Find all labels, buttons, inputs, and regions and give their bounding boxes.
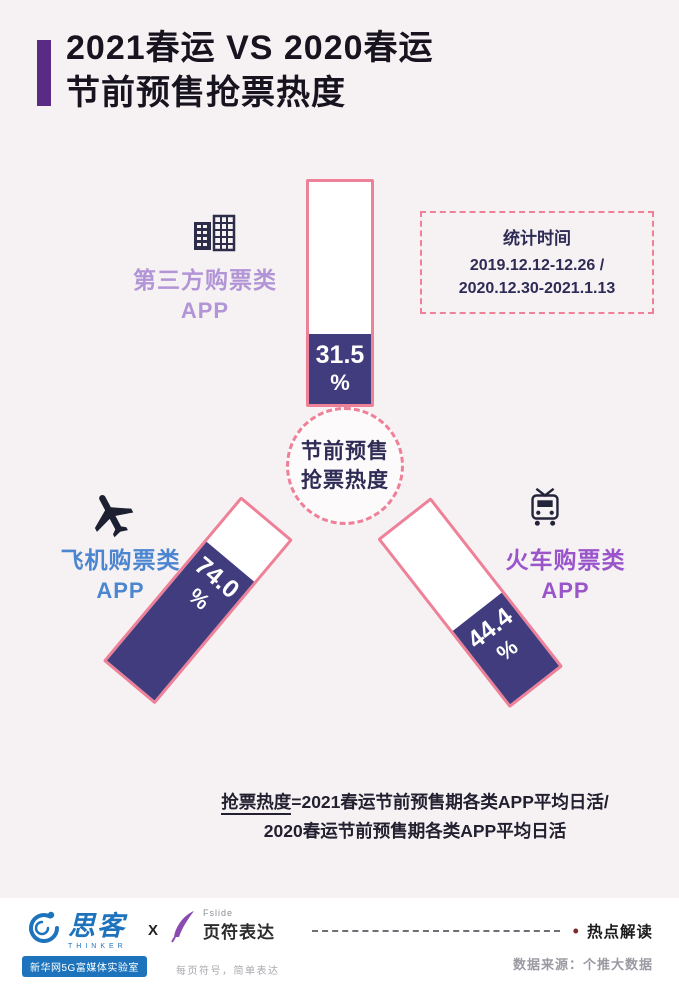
page-title: 2021春运 VS 2020春运 节前预售抢票热度: [66, 26, 434, 116]
thinker-subtitle: THINKER: [68, 943, 127, 950]
stats-period-line-2: 2020.12.30-2021.1.13: [458, 280, 616, 298]
train-icon: [522, 484, 568, 535]
label-third-party-app: 第三方购票类 APP: [110, 266, 300, 326]
formula-term: 抢票热度: [221, 792, 292, 815]
title-line-1: 2021春运 VS 2020春运: [66, 29, 434, 67]
label-line-1: 火车购票类: [505, 547, 626, 573]
bar-fill-train: 44.4 %: [452, 592, 559, 705]
stats-period-box: 统计时间 2019.12.12-12.26 / 2020.12.30-2021.…: [420, 211, 654, 315]
fslide-wordmark: Fslide 页符表达: [203, 908, 275, 943]
fslide-name: 页符表达: [203, 923, 275, 942]
label-line-1: 第三方购票类: [133, 267, 277, 293]
label-train-app: 火车购票类 APP: [468, 546, 663, 606]
title-accent-bar: [37, 40, 51, 106]
thinker-name: 思客: [68, 911, 126, 941]
bar-unit-third-party: %: [330, 370, 350, 396]
label-line-2: APP: [180, 297, 230, 323]
fslide-slogan: 每页符号，简单表达: [176, 966, 280, 977]
airplane-icon: [86, 488, 138, 545]
topic-bullet: •: [572, 921, 579, 941]
formula-rest: =2021春运节前预售期各类APP平均日活/: [291, 792, 609, 812]
center-topic-circle: 节前预售 抢票热度: [286, 407, 404, 525]
title-line-2: 节前预售抢票热度: [66, 73, 346, 112]
data-source: 数据来源：个推大数据: [512, 957, 653, 972]
thinker-wordmark: 思客 THINKER: [68, 904, 127, 950]
formula-line-1: 抢票热度=2021春运节前预售期各类APP平均日活/: [170, 788, 660, 817]
footer-dashed-line: [312, 930, 560, 932]
label-flight-app: 飞机购票类 APP: [28, 546, 213, 606]
bar-value-third-party: 31.5: [315, 341, 365, 370]
footer: 思客 THINKER 新华网5G富媒体实验室 X Fslide 页符表达 每页符…: [0, 898, 679, 998]
stats-title: 统计时间: [503, 229, 571, 248]
thinker-lab-badge: 新华网5G富媒体实验室: [22, 956, 147, 977]
fslide-brand: Fslide: [203, 908, 234, 918]
formula-note: 抢票热度=2021春运节前预售期各类APP平均日活/ 2020春运节前预售期各类…: [170, 788, 660, 846]
bar-fill-third-party: 31.5 %: [309, 334, 371, 404]
topic-label: 热点解读: [586, 924, 653, 941]
building-icon: [188, 208, 240, 265]
label-line-2: APP: [96, 577, 145, 603]
formula-line-2: 2020春运节前预售期各类APP平均日活: [263, 820, 567, 841]
center-line-1: 节前预售: [301, 439, 389, 463]
stats-period-line-1: 2019.12.12-12.26 /: [469, 257, 605, 274]
center-line-2: 抢票热度: [301, 469, 389, 492]
label-line-2: APP: [541, 577, 590, 603]
quill-icon: [171, 911, 194, 943]
logo-separator: X: [148, 922, 159, 939]
topic-tag: • 热点解读: [573, 920, 653, 942]
thinker-logo-icon: [24, 908, 64, 953]
bar-third-party: 31.5 %: [306, 179, 374, 407]
label-line-1: 飞机购票类: [60, 547, 181, 573]
fslide-logo: Fslide 页符表达: [170, 908, 275, 944]
